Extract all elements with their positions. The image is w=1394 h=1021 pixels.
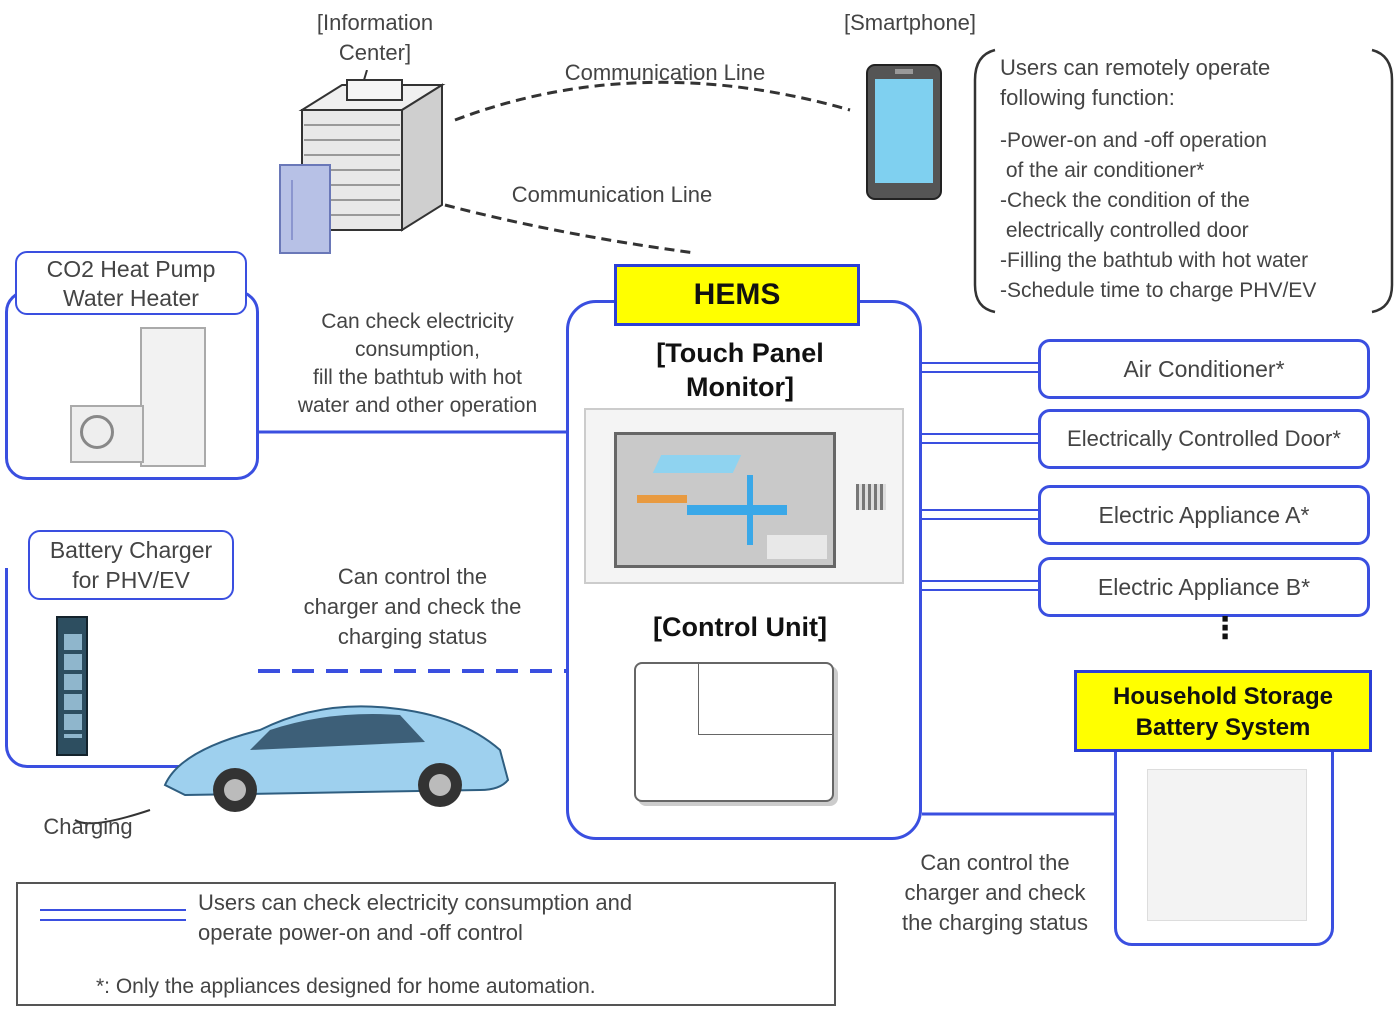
control-unit-label: [Control Unit]	[653, 612, 827, 642]
monitor-screen	[614, 432, 836, 568]
appliance-door: Electrically Controlled Door*	[1038, 409, 1370, 469]
legend-box: Users can check electricity consumption …	[16, 882, 836, 1006]
charger-description: Can control the charger and check the ch…	[303, 564, 522, 649]
touch-panel-monitor	[584, 408, 904, 584]
legend-line-description: Users can check electricity consumption …	[198, 890, 633, 945]
remote-item: -Check the condition of the electrically…	[1000, 189, 1250, 242]
heat-pump-unit-icon	[70, 405, 144, 463]
hems-title: HEMS	[614, 264, 860, 326]
appliance-b: Electric Appliance B*	[1038, 557, 1370, 617]
smartphone-icon	[866, 64, 942, 200]
charging-station-icon	[56, 616, 88, 756]
co2-heater-label: CO2 Heat Pump Water Heater	[15, 251, 247, 315]
more-appliances-ellipsis: ⋮	[1210, 612, 1240, 645]
co2-heater-frame	[5, 290, 259, 480]
appliance-air-conditioner: Air Conditioner*	[1038, 339, 1370, 399]
comm-line-top-label: Communication Line	[564, 60, 766, 85]
information-center-label: [Information Center]	[316, 10, 434, 65]
smartphone-label: [Smartphone]	[843, 10, 977, 35]
appliance-a: Electric Appliance A*	[1038, 485, 1370, 545]
legend-footnote: *: Only the appliances designed for home…	[96, 975, 596, 998]
electric-car-icon	[74, 705, 510, 825]
legend-double-line-icon	[40, 909, 186, 921]
remote-item: -Power-on and -off operation of the air …	[1000, 129, 1267, 182]
building-icon	[279, 70, 446, 254]
remote-functions: Users can remotely operate following fun…	[1000, 53, 1380, 306]
storage-frame	[1114, 740, 1334, 946]
storage-description: Can control the charger and check the ch…	[902, 850, 1088, 935]
heater-description: Can check electricity consumption, fill …	[297, 310, 538, 417]
household-storage-label: Household Storage Battery System	[1074, 670, 1372, 752]
storage-battery-icon	[1147, 769, 1307, 921]
charging-label: Charging	[43, 814, 133, 839]
water-heater-tank-icon	[140, 327, 206, 467]
remote-item: -Filling the bathtub with hot water	[1000, 249, 1309, 272]
control-unit	[634, 662, 834, 802]
charger-frame	[5, 568, 259, 768]
monitor-keypad-icon	[856, 484, 886, 510]
comm-line-mid-label: Communication Line	[511, 182, 713, 207]
remote-item: -Schedule time to charge PHV/EV	[1000, 279, 1317, 302]
battery-charger-label: Battery Charger for PHV/EV	[28, 530, 234, 600]
remote-intro: Users can remotely operate following fun…	[1000, 55, 1271, 110]
touch-panel-label: [Touch Panel Monitor]	[656, 338, 824, 402]
